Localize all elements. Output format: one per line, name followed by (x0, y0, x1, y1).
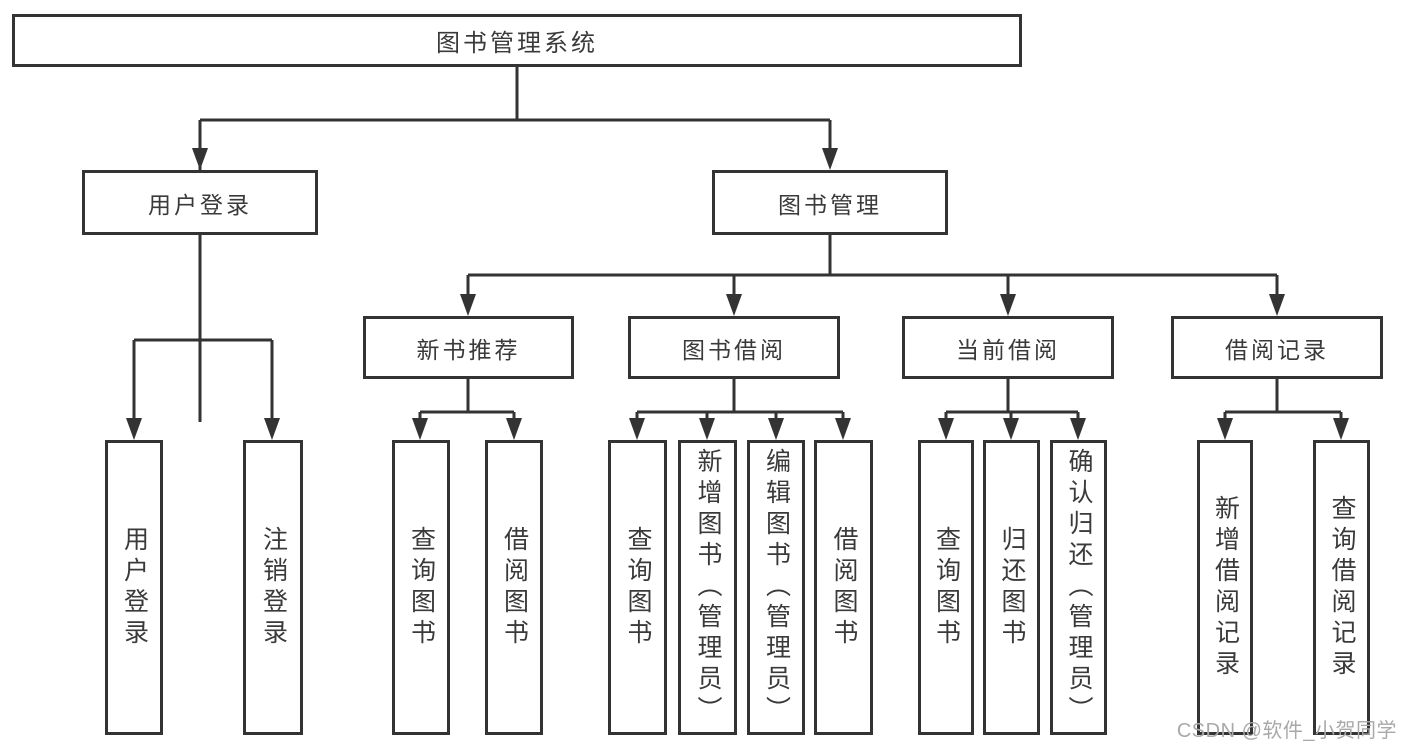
leaf-add-book-admin: 新增图书（管理员） (678, 440, 737, 735)
leaf-query-books-current: 查询图书 (918, 440, 974, 735)
leaf-query-borrow-record: 查询借阅记录 (1313, 440, 1370, 735)
arrow-icon (1003, 418, 1019, 440)
leaf-user-login: 用户登录 (105, 440, 163, 735)
leaf-label: 借阅图书 (500, 525, 529, 650)
leaf-borrow-books-recommend: 借阅图书 (485, 440, 543, 735)
node-label: 图书管理系统 (436, 30, 598, 57)
arrow-icon (264, 418, 280, 440)
leaf-label: 归还图书 (998, 525, 1026, 650)
node-label: 图书借阅 (682, 336, 786, 363)
leaf-label: 查询图书 (624, 525, 652, 650)
arrow-icon (412, 418, 428, 440)
leaf-label: 查询借阅记录 (1328, 494, 1356, 681)
leaf-label: 借阅图书 (830, 525, 858, 650)
leaf-confirm-return-admin: 确认归还（管理员） (1050, 440, 1107, 735)
edge-user-login-children (132, 235, 274, 422)
arrow-icon (1333, 418, 1349, 440)
node-current-borrow: 当前借阅 (902, 316, 1114, 379)
node-book-management: 图书管理 (712, 170, 948, 235)
arrow-icon (822, 148, 838, 170)
tree-edges (132, 67, 1343, 424)
arrow-heads (126, 148, 1349, 440)
arrow-icon (126, 418, 142, 440)
leaf-label: 查询图书 (407, 525, 436, 650)
arrow-icon (629, 418, 645, 440)
node-book-borrow: 图书借阅 (628, 316, 840, 379)
arrow-icon (835, 418, 851, 440)
leaf-label: 编辑图书（管理员） (762, 448, 791, 727)
leaf-query-books-recommend: 查询图书 (392, 440, 450, 735)
node-new-book-recommend: 新书推荐 (363, 316, 574, 379)
arrow-icon (1070, 418, 1086, 440)
leaf-label: 新增借阅记录 (1211, 494, 1240, 681)
leaf-add-borrow-record: 新增借阅记录 (1197, 440, 1253, 735)
node-root-system: 图书管理系统 (12, 14, 1022, 67)
arrow-icon (768, 418, 784, 440)
edge-book-mgmt-modules (466, 235, 1279, 298)
node-label: 图书管理 (778, 191, 882, 218)
edge-new-books-children (418, 379, 516, 424)
node-label: 借阅记录 (1225, 336, 1329, 363)
leaf-borrow-books: 借阅图书 (814, 440, 873, 735)
arrow-icon (726, 294, 742, 316)
edge-borrow-records-children (1223, 379, 1343, 424)
arrow-icon (460, 294, 476, 316)
node-borrow-records: 借阅记录 (1171, 316, 1383, 379)
leaf-label: 确认归还（管理员） (1065, 448, 1093, 727)
node-user-login: 用户登录 (82, 170, 318, 235)
leaf-edit-book-admin: 编辑图书（管理员） (747, 440, 805, 735)
leaf-label: 用户登录 (120, 525, 149, 650)
node-label: 用户登录 (148, 191, 252, 218)
arrow-icon (1217, 418, 1233, 440)
leaf-label: 新增图书（管理员） (694, 448, 722, 727)
leaf-logout: 注销登录 (243, 440, 303, 735)
arrow-icon (699, 418, 715, 440)
arrow-icon (506, 418, 522, 440)
leaf-query-books-borrow: 查询图书 (608, 440, 667, 735)
node-label: 新书推荐 (416, 336, 521, 363)
edge-root-level2 (198, 67, 832, 422)
watermark: CSDN @软件_小贺同学 (1176, 720, 1397, 742)
arrow-icon (938, 418, 954, 440)
edge-book-borrow-children (635, 379, 845, 424)
arrow-icon (192, 148, 208, 170)
leaf-label: 查询图书 (932, 525, 961, 650)
leaf-label: 注销登录 (259, 525, 288, 650)
leaf-return-books: 归还图书 (983, 440, 1040, 735)
arrow-icon (1000, 294, 1016, 316)
arrow-icon (1269, 294, 1285, 316)
node-label: 当前借阅 (956, 336, 1060, 363)
edge-current-borrow-children (944, 379, 1080, 424)
